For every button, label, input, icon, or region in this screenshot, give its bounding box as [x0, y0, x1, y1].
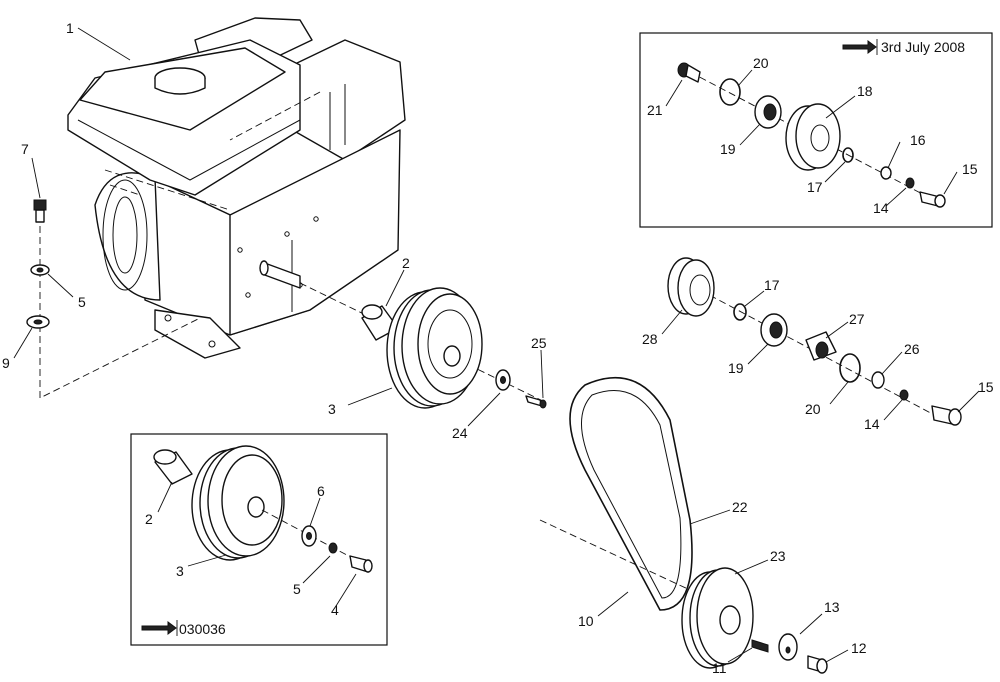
- callout-10: 10: [578, 613, 594, 629]
- pulley-23[interactable]: [681, 567, 754, 669]
- callout-23: 23: [770, 548, 786, 564]
- callout-19: 19: [728, 360, 744, 376]
- inset-circlip-17[interactable]: [842, 147, 854, 163]
- inset-nut-21[interactable]: [677, 62, 701, 83]
- callout-26: 26: [904, 341, 920, 357]
- inset-bearing-19[interactable]: [754, 95, 782, 129]
- callout-inset-18: 18: [857, 83, 873, 99]
- inset-washer-14[interactable]: [905, 177, 915, 189]
- inset-spacer-2[interactable]: [153, 449, 193, 485]
- inset-washer-5[interactable]: [328, 542, 338, 554]
- inset-note-arrow-right: [842, 39, 878, 55]
- callout-1: 1: [66, 20, 74, 36]
- key-11[interactable]: [751, 639, 769, 653]
- engine-assembly: [67, 17, 406, 359]
- callout-3: 3: [328, 401, 336, 417]
- washer-13[interactable]: [778, 633, 798, 661]
- callout-inset-6: 6: [317, 483, 325, 499]
- inset-bolt-15[interactable]: [919, 191, 946, 208]
- washer-9[interactable]: [26, 315, 50, 329]
- belt-axis-line: [539, 519, 691, 591]
- bolt-7[interactable]: [33, 199, 47, 223]
- washer-26[interactable]: [871, 371, 885, 389]
- callout-inset-21: 21: [647, 102, 663, 118]
- callout-2: 2: [402, 255, 410, 271]
- callout-7: 7: [21, 141, 29, 157]
- callout-inset-5: 5: [293, 581, 301, 597]
- callout-inset-16: 16: [910, 132, 926, 148]
- inset-right-note: 3rd July 2008: [881, 39, 965, 55]
- callout-11: 11: [712, 660, 727, 676]
- inset-left-frame: [130, 433, 388, 646]
- callout-13: 13: [824, 599, 840, 615]
- bearing-19[interactable]: [760, 313, 788, 347]
- callout-22: 22: [732, 499, 748, 515]
- callout-24: 24: [452, 425, 468, 441]
- callout-5: 5: [78, 294, 86, 310]
- inset-washer-6[interactable]: [301, 525, 317, 547]
- inset-bolt-4[interactable]: [349, 555, 373, 573]
- circlip-17[interactable]: [733, 303, 747, 321]
- callout-labels: 1 7 5 9 2 3 24 25 2 3 6 5 4 030036 3rd J…: [2, 20, 994, 676]
- callout-17: 17: [764, 277, 780, 293]
- bolt-25[interactable]: [525, 395, 547, 409]
- inset-pulley-18[interactable]: [785, 103, 841, 171]
- callout-inset-3: 3: [176, 563, 184, 579]
- inset-right-frame: [639, 32, 993, 228]
- inset-note-arrow: [141, 620, 178, 636]
- callout-25: 25: [531, 335, 547, 351]
- inset-circlip-20[interactable]: [719, 78, 741, 106]
- callout-inset-14: 14: [873, 200, 889, 216]
- bolt-15[interactable]: [931, 405, 962, 426]
- leader-lines: [13, 27, 980, 663]
- inset-left-note: 030036: [179, 621, 226, 637]
- inset-washer-16[interactable]: [880, 166, 892, 180]
- pulley-3[interactable]: [386, 287, 483, 409]
- bolt-12[interactable]: [807, 655, 828, 674]
- callout-15: 15: [978, 379, 994, 395]
- belt-22[interactable]: [569, 376, 693, 611]
- callout-20: 20: [805, 401, 821, 417]
- circlip-20[interactable]: [839, 353, 861, 383]
- stud-27[interactable]: [805, 331, 837, 361]
- callout-inset-4: 4: [331, 602, 339, 618]
- callout-inset-20: 20: [753, 55, 769, 71]
- callout-9: 9: [2, 355, 10, 371]
- bolt-axis-line: [39, 215, 201, 399]
- washer-14[interactable]: [899, 389, 909, 401]
- washer-5[interactable]: [30, 264, 50, 276]
- callout-inset-19: 19: [720, 141, 736, 157]
- callout-inset-17: 17: [807, 179, 823, 195]
- callout-12: 12: [851, 640, 867, 656]
- callout-inset-15: 15: [962, 161, 978, 177]
- callout-14: 14: [864, 416, 880, 432]
- callout-28: 28: [642, 331, 658, 347]
- washer-24[interactable]: [495, 369, 511, 391]
- callout-inset-2: 2: [145, 511, 153, 527]
- inset-pulley-3[interactable]: [191, 445, 285, 561]
- idler-pulley-28[interactable]: [667, 257, 715, 317]
- callout-27: 27: [849, 311, 865, 327]
